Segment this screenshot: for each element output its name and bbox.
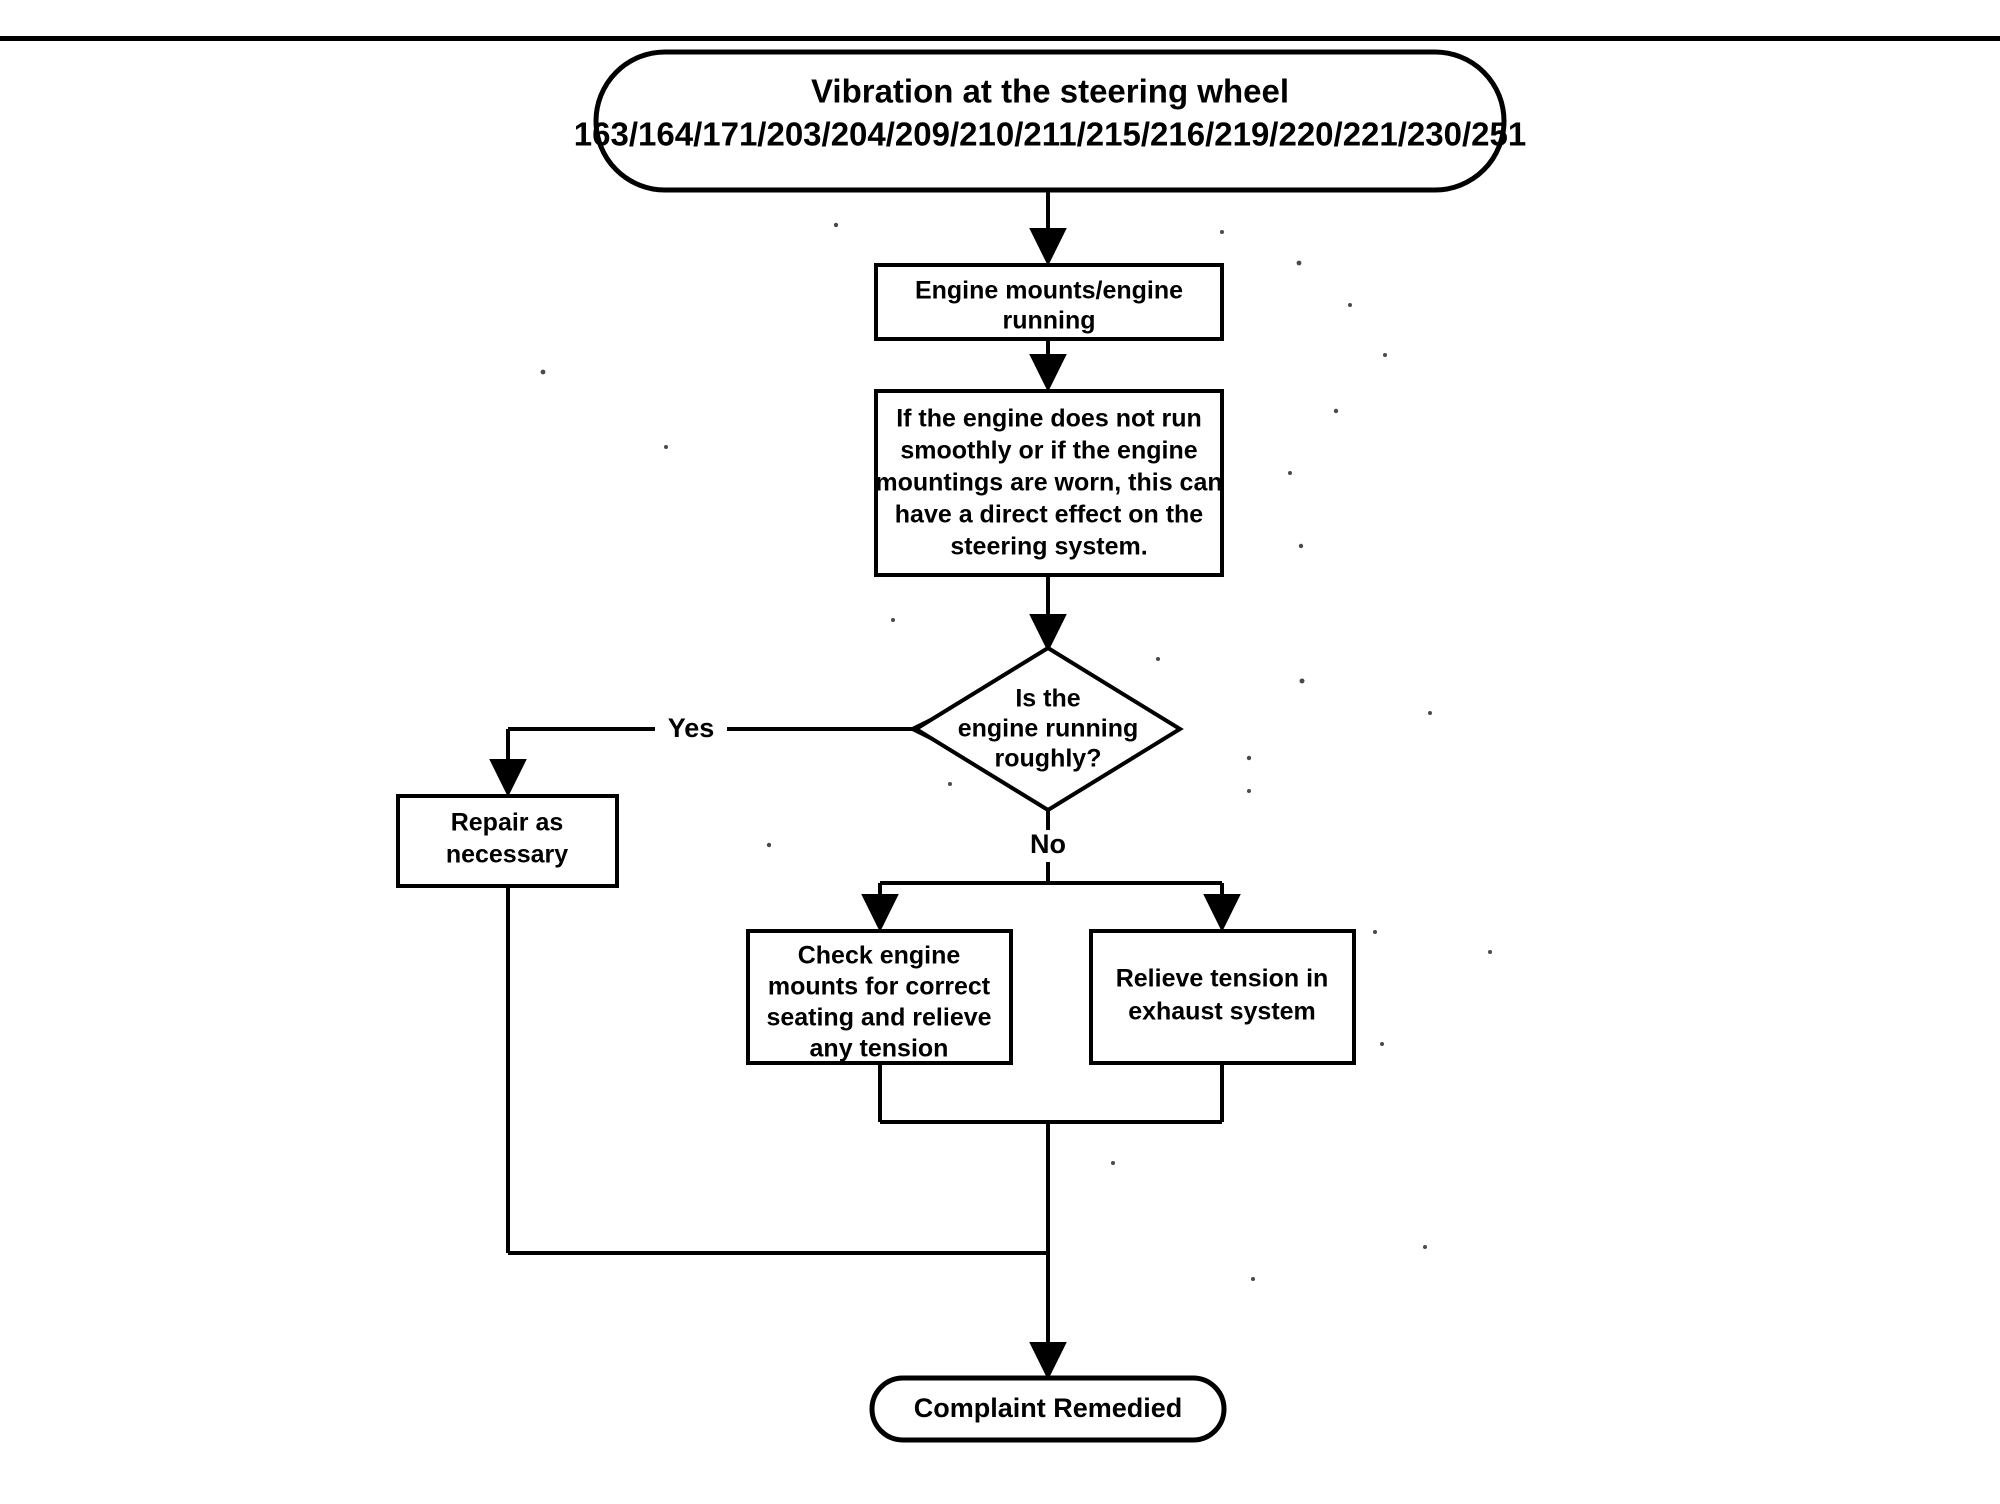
edge-labels: Yes No <box>655 712 1066 859</box>
node-check-mounts[interactable]: Check engine mounts for correct seating … <box>746 929 1013 1065</box>
node-repair[interactable]: Repair as necessary <box>396 794 619 888</box>
node-start-terminal[interactable]: Vibration at the steering wheel 163/164/… <box>574 49 1526 193</box>
check-mounts-line-2: mounts for correct <box>768 973 991 1001</box>
node-end-terminal[interactable]: Complaint Remedied <box>869 1375 1227 1443</box>
engine-mounts-line-1: Engine mounts/engine <box>915 277 1183 305</box>
note-line-5: steering system. <box>950 533 1147 561</box>
end-terminal-label: Complaint Remedied <box>914 1393 1183 1423</box>
engine-mounts-shape <box>874 263 1224 341</box>
edge-label-no: No <box>1030 829 1066 859</box>
scan-speckles <box>540 222 1492 1281</box>
edge-label-yes: Yes <box>668 713 715 743</box>
decision-line-3: roughly? <box>995 745 1102 773</box>
decision-shape <box>912 645 1184 813</box>
repair-shape <box>396 794 619 888</box>
check-mounts-line-3: seating and relieve <box>766 1004 991 1032</box>
repair-line-2: necessary <box>446 841 568 869</box>
start-terminal-shape <box>593 49 1507 193</box>
flow-connectors <box>489 190 1241 1380</box>
node-decision[interactable]: Is the engine running roughly? <box>912 645 1184 813</box>
yes-label-backdrop <box>655 712 727 748</box>
engine-mounts-line-2: running <box>1002 307 1095 335</box>
decision-line-2: engine running <box>958 715 1139 743</box>
end-terminal-shape <box>869 1375 1227 1443</box>
check-mounts-shape <box>746 929 1013 1065</box>
check-mounts-line-4: any tension <box>810 1035 949 1063</box>
repair-line-1: Repair as <box>451 809 564 837</box>
relieve-exhaust-line-1: Relieve tension in <box>1116 965 1329 993</box>
node-note[interactable]: If the engine does not run smoothly or i… <box>874 389 1224 577</box>
note-line-4: have a direct effect on the <box>895 501 1204 529</box>
decision-line-1: Is the <box>1015 685 1080 713</box>
note-shape <box>874 389 1224 577</box>
note-line-1: If the engine does not run <box>896 405 1202 433</box>
page-top-rule <box>0 36 2000 41</box>
node-relieve-exhaust[interactable]: Relieve tension in exhaust system <box>1089 929 1356 1065</box>
node-engine-mounts[interactable]: Engine mounts/engine running <box>874 263 1224 341</box>
check-mounts-line-1: Check engine <box>798 942 961 970</box>
relieve-exhaust-line-2: exhaust system <box>1128 998 1316 1026</box>
note-line-2: smoothly or if the engine <box>900 437 1197 465</box>
start-terminal-title: Vibration at the steering wheel <box>811 73 1289 110</box>
note-line-3: mountings are worn, this can <box>875 469 1222 497</box>
relieve-exhaust-shape <box>1089 929 1356 1065</box>
start-terminal-codes: 163/164/171/203/204/209/210/211/215/216/… <box>574 116 1526 153</box>
